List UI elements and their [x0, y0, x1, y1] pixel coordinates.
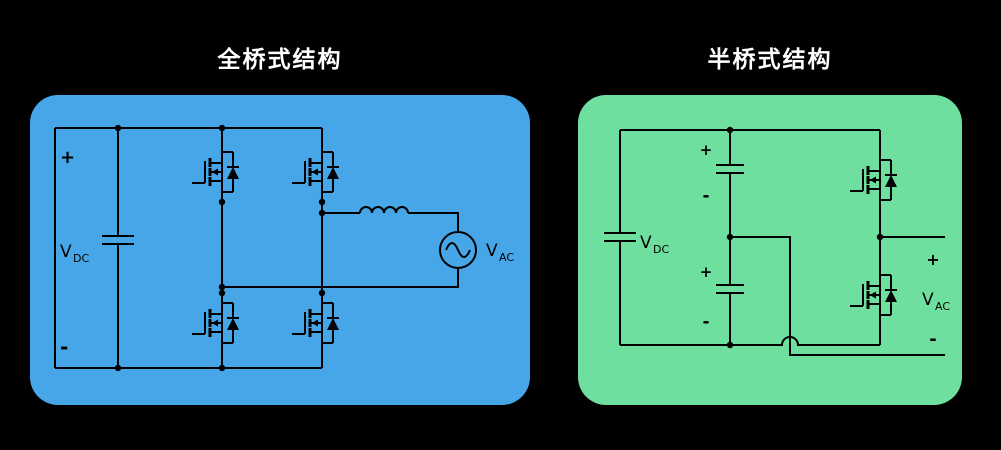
vac-label: V: [486, 241, 498, 261]
dc-link-capacitor: [102, 235, 134, 245]
vdc-subscript: DC: [73, 252, 89, 265]
dc-minus-label: -: [60, 335, 68, 359]
full-bridge-title: 全桥式结构: [217, 47, 343, 73]
vac-subscript: AC: [935, 300, 950, 313]
vdc-label: V: [640, 233, 652, 253]
cap-lower-minus-label: -: [702, 312, 709, 332]
half-bridge-title: 半桥式结构: [707, 47, 833, 73]
cap-lower-plus-label: +: [700, 263, 713, 281]
cap-midpoint-output-wire: [730, 236, 945, 356]
full-bridge-wires: [54, 127, 477, 369]
cap-lower: [716, 284, 744, 294]
input-capacitor: [604, 232, 636, 242]
junction-dots: [114, 124, 326, 372]
junction-dots: [726, 126, 884, 349]
output-wire-to-source: [408, 212, 459, 232]
dc-plus-label: +: [60, 147, 75, 168]
output-return-wire: [222, 268, 459, 288]
vac-subscript: AC: [499, 251, 514, 264]
vac-label: V: [922, 290, 934, 310]
inductor: [359, 206, 409, 214]
vdc-subscript: DC: [653, 243, 669, 256]
cap-upper-minus-label: -: [702, 186, 709, 206]
vdc-label: V: [60, 242, 72, 262]
cap-upper: [716, 164, 744, 174]
cap-upper-plus-label: +: [700, 141, 713, 159]
output-plus-label: +: [926, 250, 939, 269]
half-bridge-diagram: V DC + - + - + V AC -: [578, 95, 962, 405]
full-bridge-diagram: + - V DC V AC: [30, 95, 530, 405]
sine-wave-icon: [445, 242, 471, 258]
output-minus-label: -: [929, 329, 936, 350]
full-bridge-panel: [30, 95, 530, 405]
half-bridge-panel: [578, 95, 962, 405]
